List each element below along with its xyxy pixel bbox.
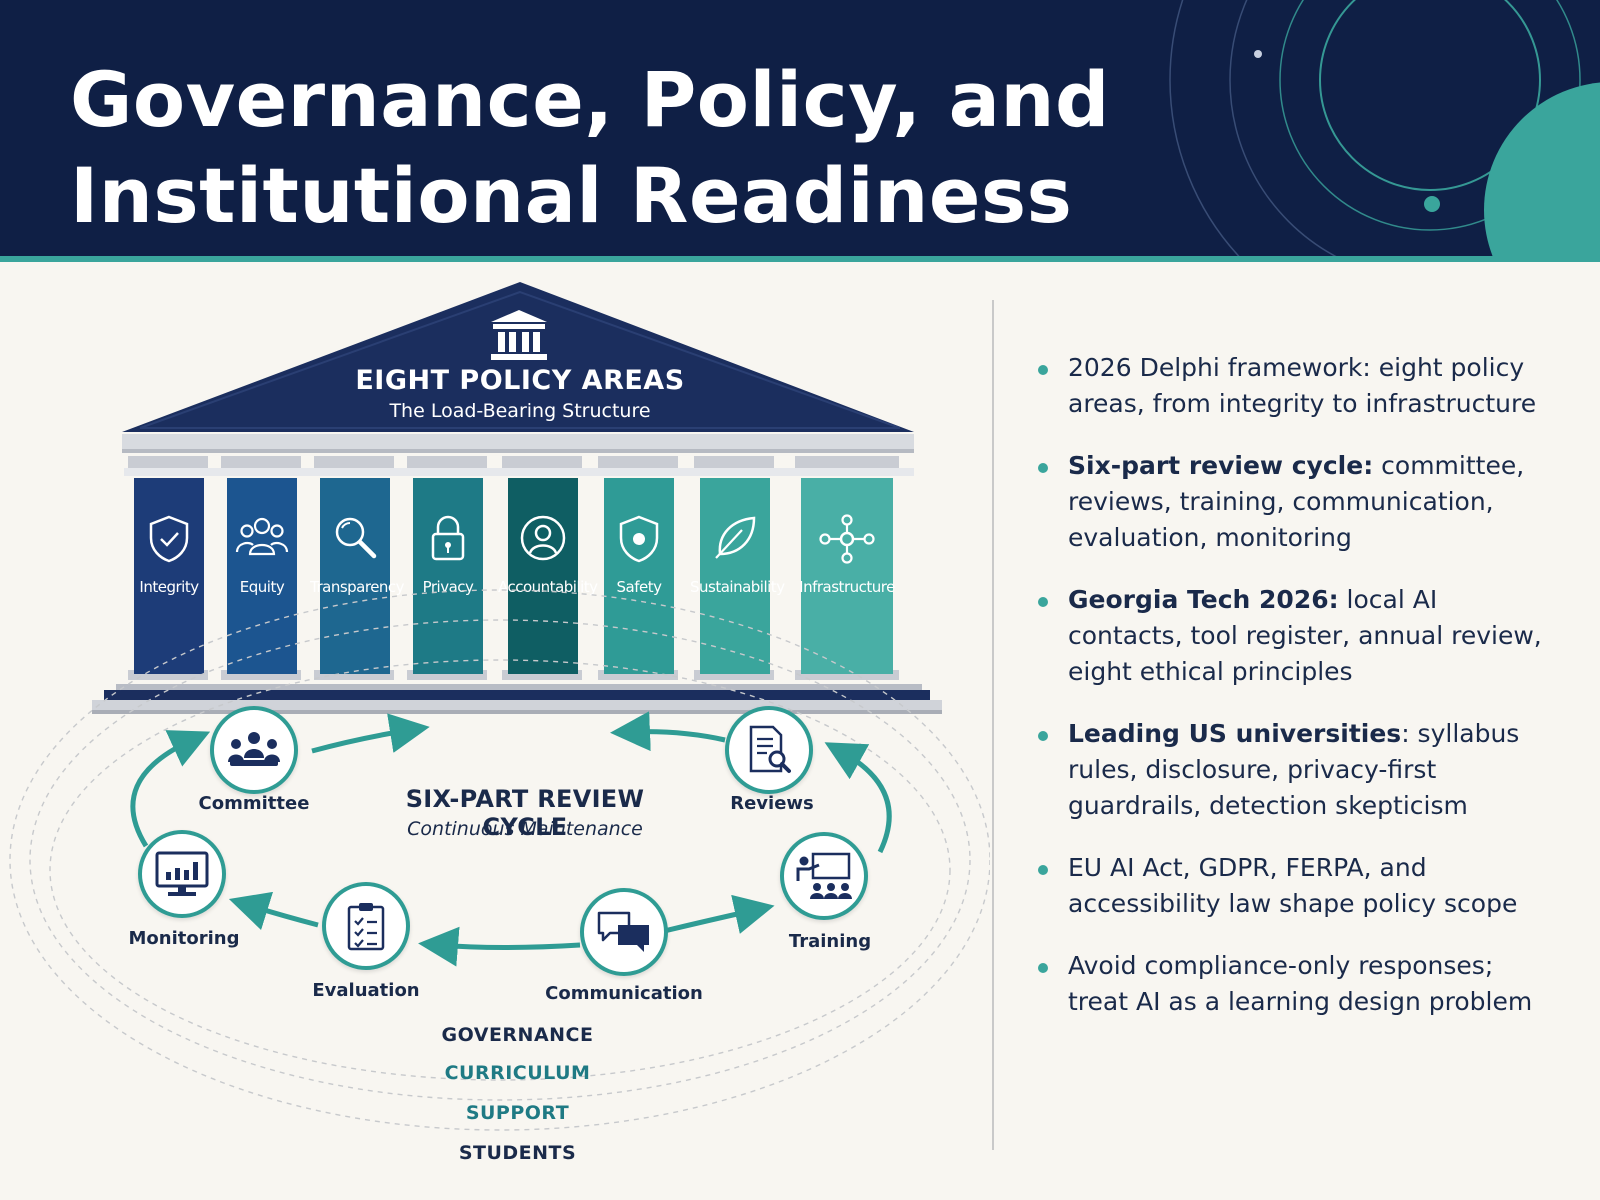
network-icon	[819, 514, 875, 564]
bullet-item: Georgia Tech 2026: local AI contacts, to…	[1036, 582, 1546, 690]
pillar-sustainability: Sustainability	[690, 478, 785, 674]
pillar-label: Transparency	[310, 578, 405, 596]
vertical-divider	[992, 300, 994, 1150]
pillar-label: Integrity	[139, 578, 199, 596]
cycle-label-training: Training	[788, 931, 872, 952]
temple-subtitle: The Load-Bearing Structure	[389, 400, 651, 422]
pillar-label: Accountability	[498, 578, 598, 596]
pillar-label: Equity	[239, 578, 285, 596]
cycle-node-monitoring	[138, 830, 226, 918]
pillar-privacy: Privacy	[413, 478, 483, 674]
people-group-icon	[235, 517, 289, 556]
shield-icon	[619, 515, 659, 563]
bullet-item: EU AI Act, GDPR, FERPA, and accessibilit…	[1036, 850, 1546, 922]
cycle-label-evaluation: Evaluation	[312, 980, 420, 1001]
title-line-2: Institutional Readiness	[70, 151, 1073, 240]
bullet-item: Avoid compliance-only responses; treat A…	[1036, 948, 1546, 1020]
shield-check-icon	[149, 515, 189, 563]
leaf-icon	[715, 516, 756, 559]
clipboard-checklist-icon	[347, 903, 385, 951]
pillar-safety: Safety	[604, 478, 674, 674]
bullet-item: Leading US universities: syllabus rules,…	[1036, 716, 1546, 824]
cycle-label-reviews: Reviews	[730, 793, 814, 814]
layer-curriculum: CURRICULUM	[444, 1062, 591, 1084]
presentation-icon	[796, 852, 852, 899]
pillar-accountability: Accountability	[498, 478, 598, 674]
layer-support: SUPPORT	[465, 1102, 570, 1124]
layer-governance: GOVERNANCE	[441, 1024, 594, 1046]
bullet-item: Six-part review cycle: committee, review…	[1036, 448, 1546, 556]
pillar-transparency: Transparency	[310, 478, 405, 674]
cycle-label-monitoring: Monitoring	[128, 928, 240, 949]
temple-title: EIGHT POLICY AREAS	[355, 365, 685, 396]
decorative-orbits	[1169, 0, 1600, 256]
cycle-label-communication: Communication	[545, 983, 703, 1004]
pillar-equity: Equity	[227, 478, 297, 674]
cycle-node-evaluation	[322, 882, 410, 970]
chat-bubbles-icon	[597, 911, 649, 952]
pillar-label: Infrastructure	[799, 578, 895, 596]
cycle-node-committee	[210, 706, 298, 794]
cycle-node-reviews	[725, 706, 813, 794]
cycle-connectors	[9, 589, 990, 1131]
cycle-title: SIX-PART REVIEW CYCLE	[405, 785, 645, 841]
cycle-node-communication	[580, 888, 668, 976]
title-line-1: Governance, Policy, and	[70, 55, 1110, 144]
cycle-node-training	[780, 832, 868, 920]
lock-icon	[431, 515, 465, 561]
bullet-item: 2026 Delphi framework: eight policy area…	[1036, 350, 1546, 422]
institution-icon	[491, 310, 547, 360]
pillar-label: Privacy	[422, 578, 474, 596]
header-accent-rule	[0, 256, 1600, 262]
document-search-icon	[749, 725, 791, 773]
header-banner: Governance, Policy, and Institutional Re…	[0, 0, 1600, 256]
magnifier-icon	[335, 517, 377, 559]
pillar-label: Sustainability	[690, 578, 785, 596]
page-title: Governance, Policy, and Institutional Re…	[70, 52, 1110, 244]
person-circle-icon	[520, 515, 566, 561]
layer-students: STUDENTS	[458, 1142, 577, 1164]
cycle-subtitle: Continuous Maintenance	[407, 818, 643, 840]
pillar-infrastructure: Infrastructure	[799, 478, 895, 674]
pillar-label: Safety	[616, 578, 662, 596]
cycle-label-committee: Committee	[198, 793, 310, 814]
key-points-list: 2026 Delphi framework: eight policy area…	[1036, 350, 1546, 1046]
monitor-chart-icon	[155, 851, 209, 896]
meeting-icon	[228, 732, 280, 766]
pillar-integrity: Integrity	[134, 478, 204, 674]
